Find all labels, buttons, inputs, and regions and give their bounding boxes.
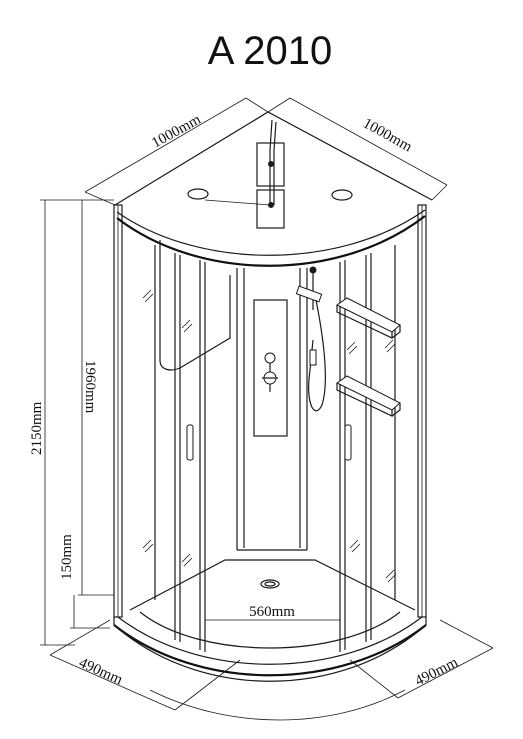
- dim-top-left: 1000mm: [149, 111, 204, 151]
- shelves: [336, 297, 401, 417]
- dim-bottom-right: 490mm: [413, 654, 461, 689]
- shower-tray: [113, 549, 427, 682]
- model-title: A 2010: [208, 29, 333, 73]
- dim-tray-height: 150mm: [59, 534, 75, 580]
- cabin-frame: [113, 204, 427, 618]
- dim-door-opening: 560mm: [249, 604, 295, 620]
- glass-panels: [142, 240, 397, 652]
- dim-top-right: 1000mm: [360, 116, 415, 156]
- dim-cabin-height: 1960mm: [82, 360, 98, 414]
- door-handles: [186, 424, 352, 461]
- hand-shower: [295, 266, 326, 412]
- dimension-lines: [40, 97, 494, 721]
- roof-top: [114, 111, 433, 267]
- dim-total-height: 2150mm: [29, 401, 45, 455]
- dim-bottom-left: 490mm: [76, 655, 125, 688]
- control-panel: [253, 299, 288, 437]
